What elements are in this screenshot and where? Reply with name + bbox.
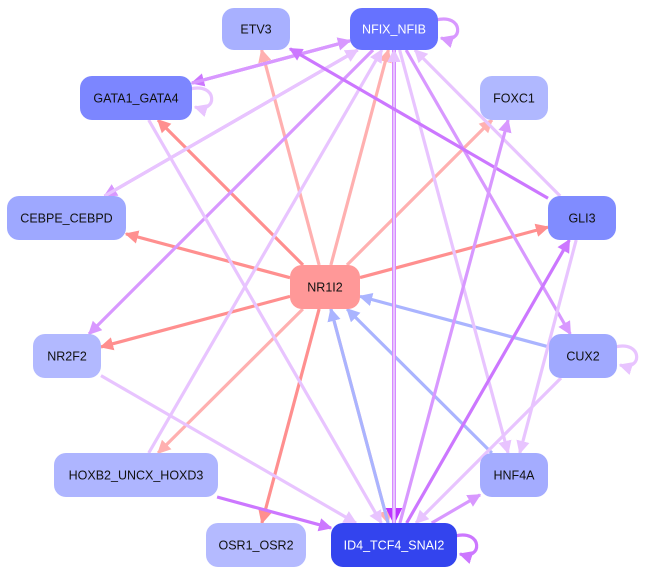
node-box[interactable] (331, 523, 457, 567)
self-loop-cux2 (614, 344, 639, 375)
node-box[interactable] (548, 196, 616, 240)
node-label: ETV3 (240, 23, 271, 37)
edge-gli3-to-etv3 (288, 47, 549, 200)
edge-id4_tcf4_snai2-to-hnf4a (430, 493, 482, 525)
node-foxc1[interactable]: FOXC1 (480, 76, 548, 120)
node-box[interactable] (80, 76, 192, 120)
edge-gata1_gata4-to-id4_tcf4_snai2 (147, 119, 383, 525)
node-etv3[interactable]: ETV3 (222, 8, 290, 50)
node-label: ID4_TCF4_SNAI2 (344, 539, 445, 553)
node-gata1-gata4[interactable]: GATA1_GATA4 (80, 76, 192, 120)
node-osr1-osr2[interactable]: OSR1_OSR2 (206, 523, 306, 567)
node-box[interactable] (480, 453, 548, 497)
edge-nr1i2-to-nfix_nfib (329, 48, 392, 266)
edge-nr1i2-to-osr1_osr2 (258, 308, 321, 525)
self-loop-gata1_gata4 (189, 86, 214, 117)
edge-gata1_gata4-to-nfix_nfib (191, 37, 352, 85)
edge-cux2-to-id4_tcf4_snai2 (414, 376, 563, 525)
node-label: OSR1_OSR2 (218, 539, 293, 553)
node-hoxb2-uncx-hoxd3[interactable]: HOXB2_UNCX_HOXD3 (54, 453, 218, 497)
node-box[interactable] (33, 334, 101, 378)
node-label: CUX2 (566, 350, 599, 364)
node-label: NFIX_NFIB (362, 23, 426, 37)
self-loop-nfix_nfib (435, 17, 460, 48)
edge-nr1i2-to-etv3 (258, 48, 321, 266)
node-hnf4a[interactable]: HNF4A (480, 453, 548, 497)
edge-gli3-to-nfix_nfib (413, 48, 562, 198)
edge-nfix_nfib-to-hnf4a (398, 49, 512, 455)
node-layer: ETV3 NFIX_NFIB GATA1_GATA4 FOXC1CEBPE_CEBPD… (7, 8, 617, 567)
edge-nr1i2-to-foxc1 (345, 118, 494, 267)
node-box[interactable] (480, 76, 548, 120)
edge-nr1i2-to-cebpe_cebpd (124, 230, 291, 280)
node-label: HOXB2_UNCX_HOXD3 (69, 469, 204, 483)
edge-id4_tcf4_snai2-to-gli3 (405, 238, 571, 524)
node-label: NR1I2 (307, 281, 342, 295)
edge-nr2f2-to-id4_tcf4_snai2 (100, 374, 358, 525)
node-box[interactable] (549, 334, 617, 378)
node-nr2f2[interactable]: NR2F2 (33, 334, 101, 378)
node-cux2[interactable]: CUX2 (549, 334, 617, 378)
edge-hnf4a-to-nr1i2 (345, 307, 494, 455)
edge-id4_tcf4_snai2-to-nr1i2 (327, 307, 390, 524)
node-label: FOXC1 (493, 92, 535, 106)
node-label: CEBPE_CEBPD (20, 212, 112, 226)
node-box[interactable] (7, 196, 126, 240)
node-box[interactable] (206, 523, 306, 567)
edge-cebpe_cebpd-to-nfix_nfib (103, 48, 359, 198)
node-id4-tcf4-snai2[interactable]: ID4_TCF4_SNAI2 (331, 523, 457, 567)
edge-nfix_nfib-to-nr2f2 (87, 48, 375, 336)
node-box[interactable] (350, 8, 438, 50)
node-box[interactable] (222, 8, 290, 50)
edge-gli3-to-hnf4a (516, 239, 578, 455)
node-label: HNF4A (494, 469, 536, 483)
node-label: GLI3 (568, 212, 595, 226)
edge-nr1i2-to-nr2f2 (99, 294, 291, 351)
edge-nr1i2-to-hoxb2_uncx_hoxd3 (156, 307, 305, 455)
edge-hoxb2_uncx_hoxd3-to-id4_tcf4_snai2 (216, 495, 333, 532)
self-loop-layer (189, 17, 639, 564)
self-loop-id4_tcf4_snai2 (454, 533, 479, 564)
node-box[interactable] (290, 265, 360, 309)
edge-hoxb2_uncx_hoxd3-to-nfix_nfib (147, 48, 384, 454)
node-label: NR2F2 (47, 350, 87, 364)
node-cebpe-cebpd[interactable]: CEBPE_CEBPD (7, 196, 126, 240)
node-nr1i2[interactable]: NR1I2 (290, 265, 360, 309)
node-label: GATA1_GATA4 (93, 92, 178, 106)
node-gli3[interactable]: GLI3 (548, 196, 616, 240)
node-nfix-nfib[interactable]: NFIX_NFIB (350, 8, 438, 50)
edge-id4_tcf4_snai2-to-foxc1 (398, 118, 512, 524)
edge-layer (87, 37, 578, 532)
node-box[interactable] (54, 453, 218, 497)
